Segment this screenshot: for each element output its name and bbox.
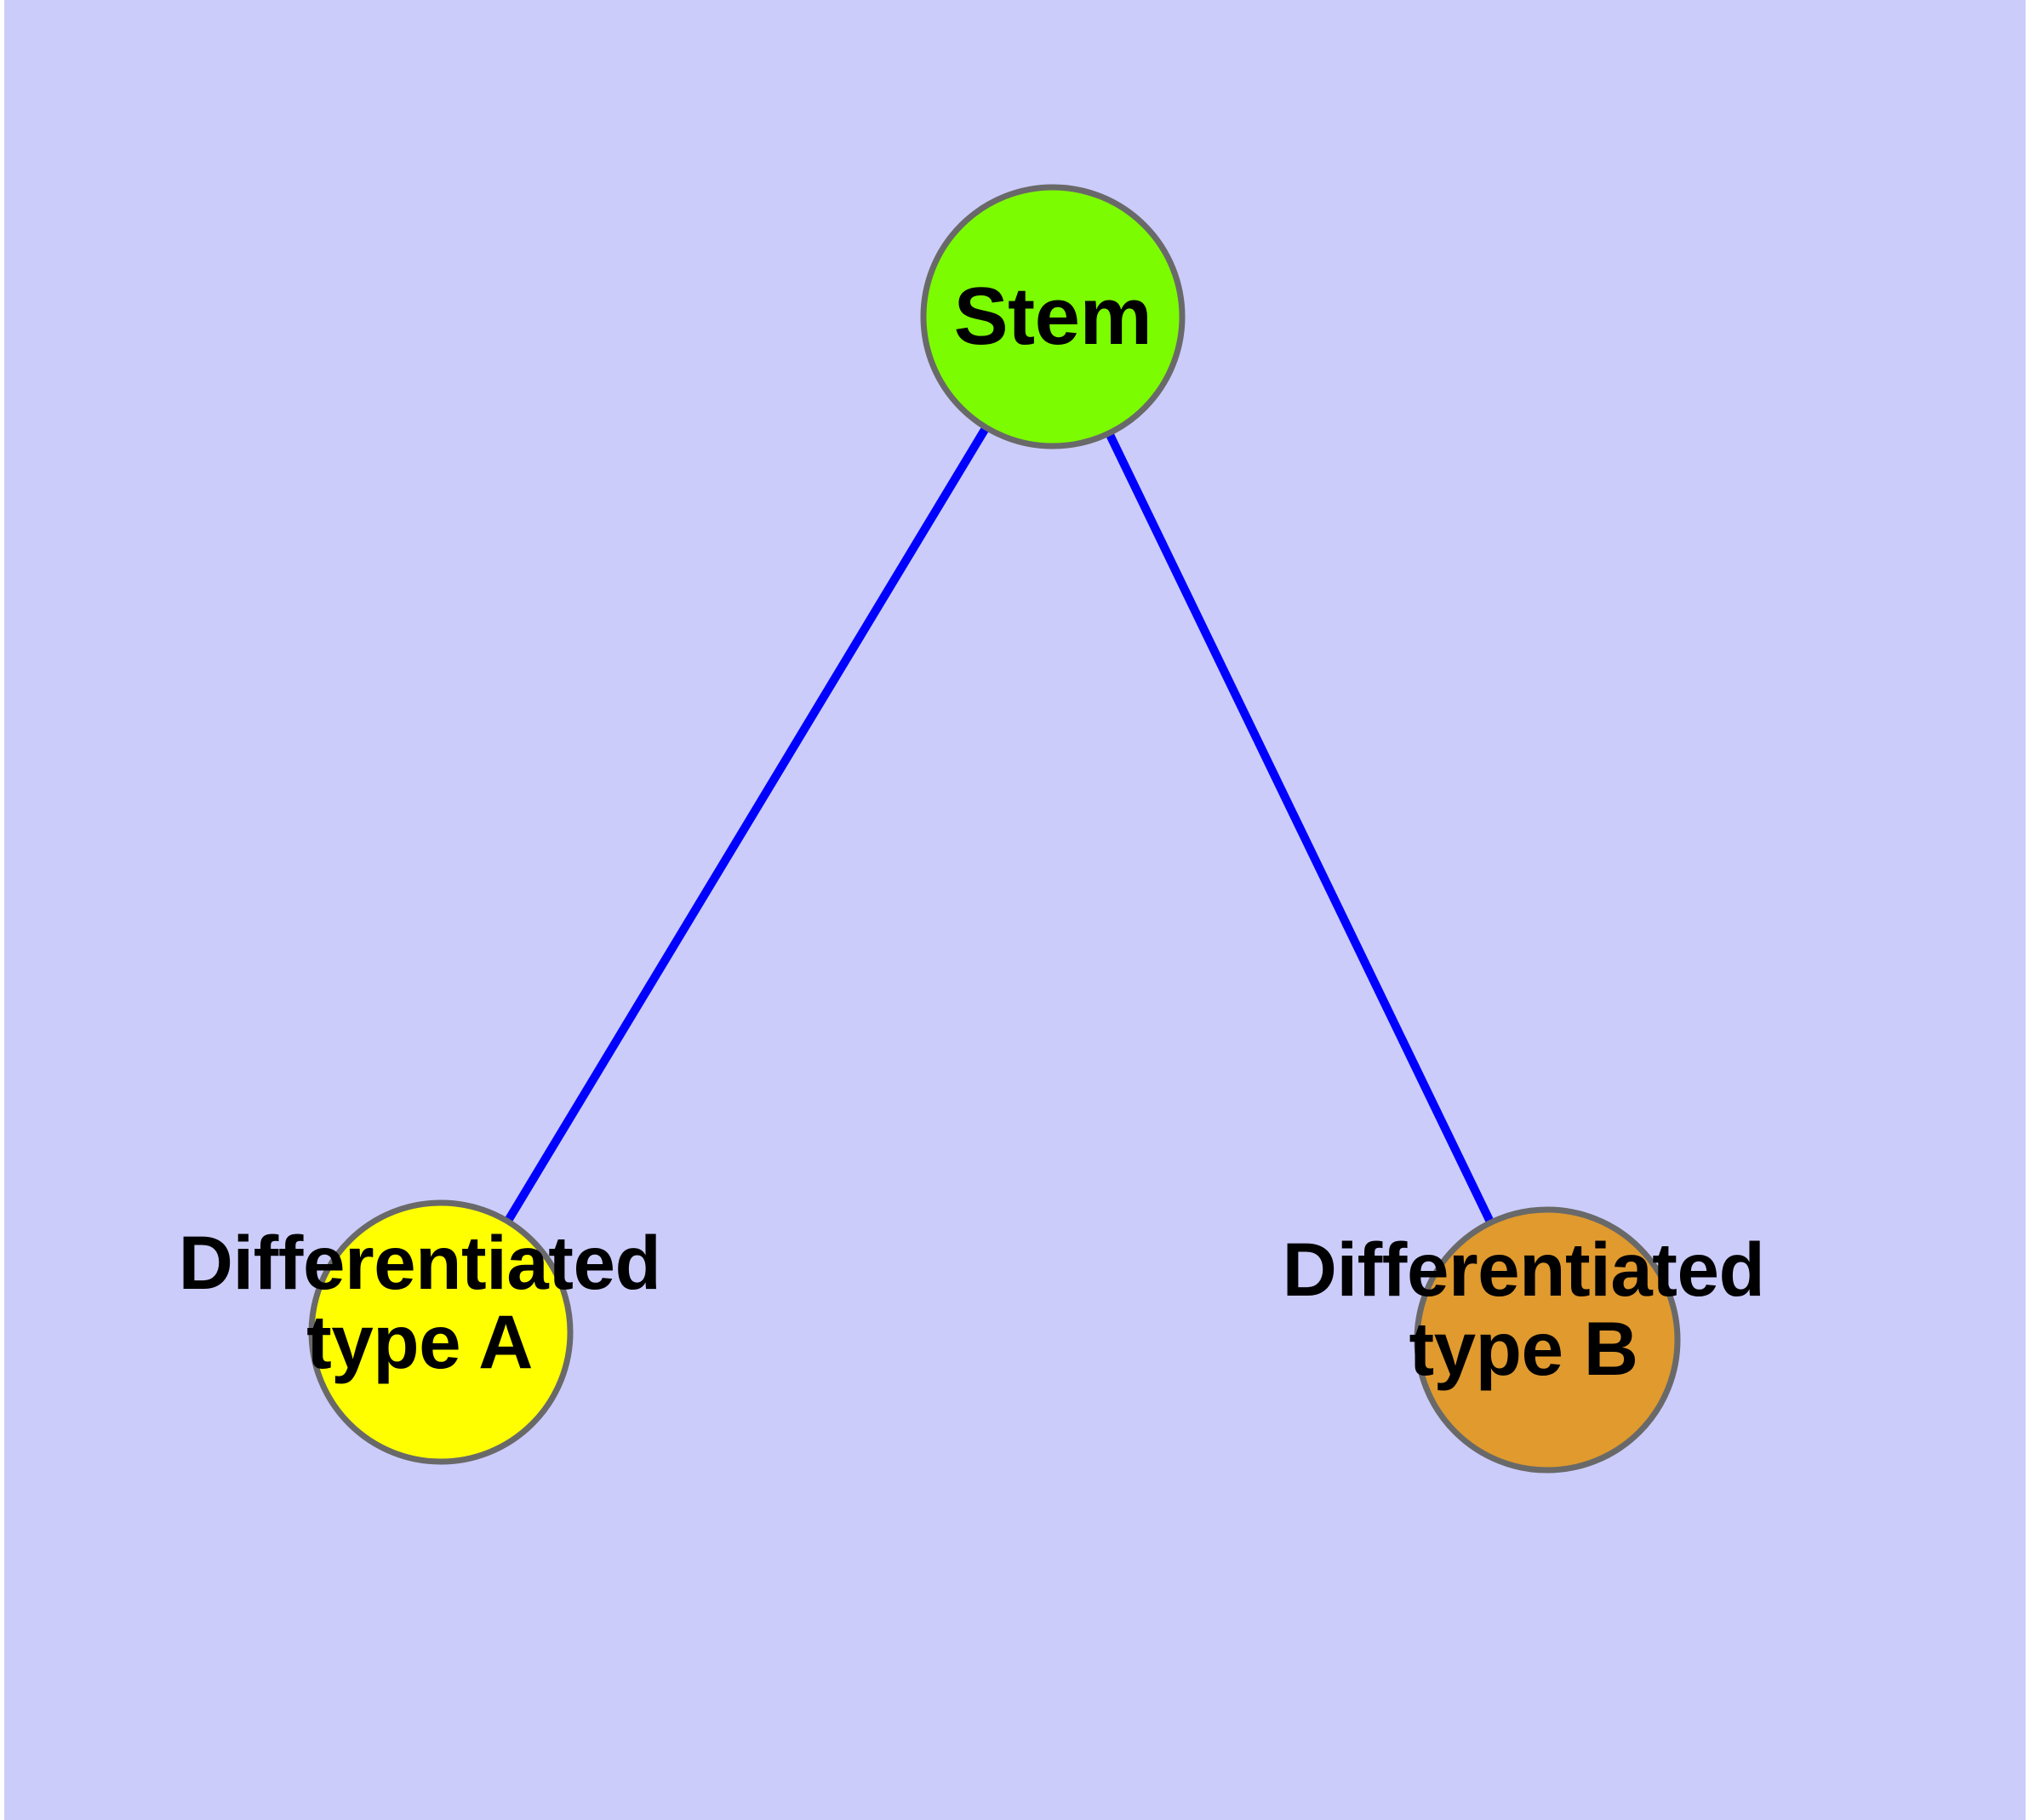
node-differentiated-type-a[interactable] <box>308 1199 574 1465</box>
edge-stem-to-type-b[interactable] <box>1049 314 1552 1342</box>
edges-layer <box>437 314 1552 1342</box>
node-differentiated-type-b[interactable] <box>1414 1206 1681 1474</box>
nodes-layer <box>308 184 1681 1474</box>
edge-stem-to-type-a[interactable] <box>437 314 1057 1335</box>
node-stem[interactable] <box>920 184 1186 449</box>
